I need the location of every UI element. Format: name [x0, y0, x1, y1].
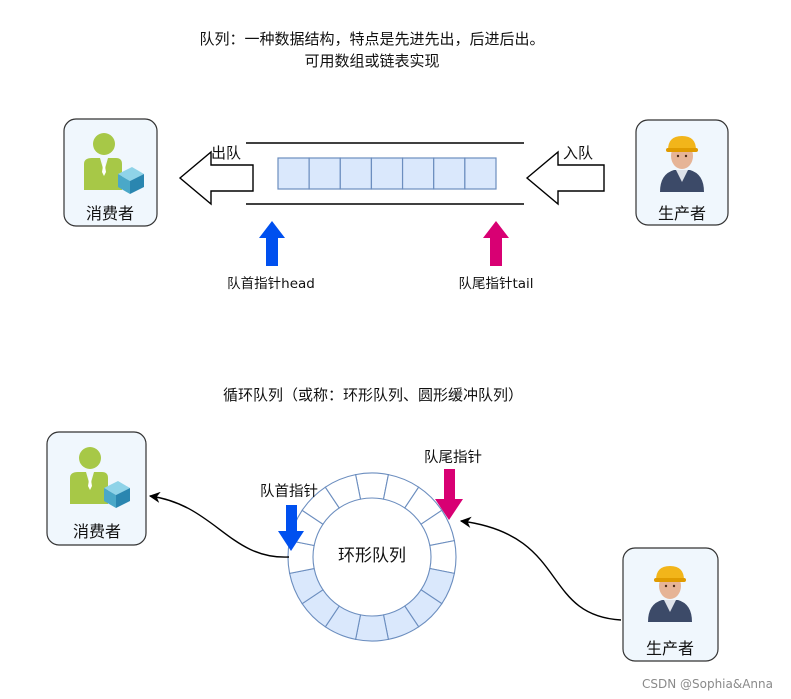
- producer-card-bottom: 生产者: [622, 547, 719, 662]
- queue-cell: [433, 157, 466, 190]
- tail-pointer-label: 队尾指针tail: [458, 276, 533, 292]
- queue-cell: [308, 157, 341, 190]
- queue-cell: [370, 157, 404, 190]
- linear-title-line1: 队列：一种数据结构，特点是先进先出，后进后出。: [199, 30, 544, 48]
- worker-icon: [660, 136, 704, 192]
- queue-cell: [401, 157, 435, 190]
- linear-title-line2: 可用数组或链表实现: [304, 52, 439, 70]
- head-pointer-label: 队首指针head: [227, 276, 315, 292]
- consumer-card-top: 消费者: [63, 118, 158, 227]
- circular-ring: [287, 472, 457, 642]
- circular-head-label: 队首指针: [260, 483, 318, 500]
- ring-segment: [429, 539, 457, 575]
- circular-head-pointer-arrow: [278, 505, 304, 551]
- producer-to-ring-curve: [459, 516, 622, 621]
- queue-cell: [277, 157, 310, 190]
- ring-to-consumer-curve: [148, 491, 290, 558]
- producer-card-top: 生产者: [635, 119, 729, 226]
- enqueue-label: 入队: [563, 144, 593, 162]
- user-cube-icon: [70, 447, 130, 508]
- producer-label-top: 生产者: [658, 204, 706, 223]
- enqueue-arrow: 入队: [525, 144, 605, 206]
- consumer-label-bottom: 消费者: [73, 522, 121, 541]
- ring-segment: [324, 473, 362, 509]
- circular-tail-pointer-arrow: [435, 469, 463, 520]
- user-cube-icon: [84, 133, 144, 194]
- worker-icon: [648, 566, 692, 622]
- tail-pointer-arrow: [483, 221, 509, 266]
- queue-cell: [464, 157, 497, 190]
- dequeue-arrow: 出队: [178, 144, 254, 206]
- circular-title: 循环队列（或称：环形队列、圆形缓冲队列）: [223, 386, 523, 404]
- ring-label: 环形队列: [338, 546, 406, 566]
- dequeue-label: 出队: [211, 144, 241, 162]
- consumer-label-top: 消费者: [86, 204, 134, 223]
- circular-tail-label: 队尾指针: [424, 449, 482, 466]
- watermark: CSDN @Sophia&Anna: [642, 677, 773, 691]
- head-pointer-arrow: [259, 221, 285, 266]
- queue-cells: [277, 157, 497, 190]
- queue-cell: [339, 157, 373, 190]
- ring-segment: [354, 472, 390, 500]
- consumer-card-bottom: 消费者: [46, 431, 147, 546]
- producer-label-bottom: 生产者: [646, 639, 694, 658]
- ring-segment: [354, 614, 390, 642]
